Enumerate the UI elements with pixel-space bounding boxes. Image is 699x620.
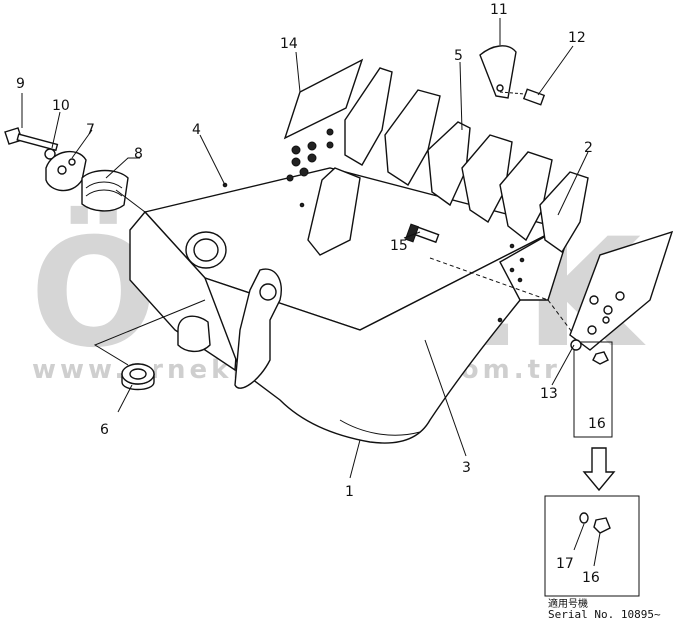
tooth-point-hole [496, 84, 504, 92]
hidden-edge [547, 299, 579, 341]
callout-12: 12 [568, 30, 586, 46]
callout-labels: 1 2 3 4 5 6 7 8 9 10 11 12 13 14 15 16 1… [16, 2, 606, 586]
assembly-line [93, 299, 206, 366]
callout-16: 16 [588, 416, 606, 432]
nut-group-box [573, 341, 613, 438]
panel-hole [299, 202, 305, 208]
watermark-accent-triangle [62, 236, 78, 246]
side-cutter-holes [587, 291, 625, 335]
bucket-body [129, 128, 579, 444]
tooth-point [479, 45, 517, 99]
callout-8: 8 [134, 146, 143, 162]
cutting-edge-bar [307, 167, 361, 256]
callout-17: 17 [556, 556, 574, 572]
tooth [344, 67, 393, 166]
callout-15: 15 [390, 238, 408, 254]
inset-japanese-label: 適用号機 [548, 597, 588, 610]
callout-4: 4 [192, 122, 201, 138]
side-cutter-left [283, 58, 364, 140]
callout-3: 3 [462, 460, 471, 476]
teeth-row [344, 67, 589, 254]
callout-2: 2 [584, 140, 593, 156]
callout-11: 11 [490, 2, 508, 18]
tooth [539, 171, 589, 254]
shims-8 [81, 169, 129, 212]
washer-13 [570, 339, 582, 351]
washer-10 [44, 148, 56, 160]
side-cutter-right [569, 230, 674, 351]
watermark-accent-triangle [90, 236, 106, 246]
callout-1: 1 [345, 484, 354, 500]
plate-7 [45, 150, 87, 192]
inset-nut-16 [593, 517, 611, 534]
nut-16 [592, 351, 609, 365]
callout-16-inset: 16 [582, 570, 600, 586]
tooth-pin [499, 88, 546, 106]
side-plate-holes [497, 243, 525, 323]
bracket-boss [177, 315, 211, 353]
assembly-line [115, 189, 146, 213]
inset-box [544, 495, 640, 597]
inset-serial-label: Serial No. 10895~ [548, 608, 661, 620]
pin-boss-inner [193, 238, 219, 262]
callout-10: 10 [52, 98, 70, 114]
bolt-pattern [286, 128, 334, 182]
callout-13: 13 [540, 386, 558, 402]
bracket-hole [259, 283, 277, 301]
callout-9: 9 [16, 76, 25, 92]
callout-5: 5 [454, 48, 463, 64]
leader-line [573, 523, 585, 551]
bolt-15 [404, 223, 440, 244]
down-arrow-icon [582, 447, 616, 492]
callout-7: 7 [86, 122, 95, 138]
inset-washer-17 [579, 512, 589, 524]
bushing-6 [121, 363, 155, 391]
tooth [427, 121, 471, 207]
leader-line [593, 532, 601, 567]
callout-14: 14 [280, 36, 298, 52]
bucket-curve-line [339, 419, 421, 436]
bolt-9 [4, 127, 59, 152]
leader-lines [21, 18, 589, 479]
callout-6: 6 [100, 422, 109, 438]
